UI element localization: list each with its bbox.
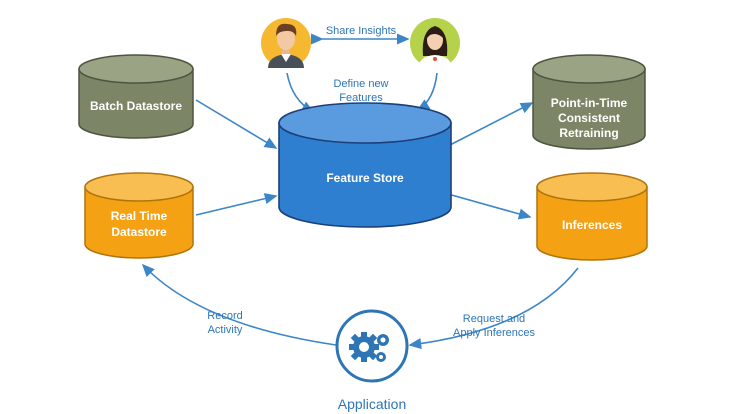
arrow-inferences-to-application bbox=[408, 267, 579, 350]
arrow-feature-store-to-inferences bbox=[447, 193, 532, 220]
gears-icon bbox=[335, 309, 409, 383]
point-in-time-label-line3: Retraining bbox=[559, 126, 618, 140]
arrow-batch-to-feature-store bbox=[195, 99, 278, 149]
batch-datastore-cylinder: Batch Datastore bbox=[78, 54, 194, 139]
application-label: Application bbox=[338, 396, 407, 412]
request-apply-label-line1: Request and bbox=[463, 313, 525, 325]
user-avatar-male-icon bbox=[261, 18, 311, 68]
inferences-cylinder: Inferences bbox=[536, 172, 648, 261]
feature-store-cylinder: Feature Store bbox=[278, 102, 452, 228]
realtime-datastore-label-line2: Datastore bbox=[111, 225, 167, 239]
inferences-label: Inferences bbox=[562, 218, 622, 232]
arrow-male-user-to-feature-store bbox=[286, 72, 315, 113]
record-activity-label-line1: Record bbox=[207, 310, 242, 322]
realtime-datastore-cylinder: Real Time Datastore bbox=[84, 172, 194, 259]
realtime-datastore-label-line1: Real Time bbox=[111, 209, 168, 223]
define-features-label-line2: Features bbox=[339, 92, 383, 104]
arrow-female-user-to-feature-store bbox=[416, 72, 438, 111]
feature-store-label: Feature Store bbox=[326, 171, 404, 185]
arrow-realtime-to-feature-store bbox=[195, 193, 278, 216]
arrow-application-to-realtime bbox=[141, 263, 337, 346]
user-avatar-female-icon bbox=[410, 18, 460, 68]
define-features-label-line1: Define new bbox=[333, 78, 388, 90]
arrow-feature-store-to-point-in-time bbox=[447, 102, 534, 147]
share-insights-label: Share Insights bbox=[326, 25, 397, 37]
request-apply-label-line2: Apply Inferences bbox=[453, 327, 535, 339]
point-in-time-cylinder: Point-in-Time Consistent Retraining bbox=[532, 54, 646, 150]
record-activity-label-line2: Activity bbox=[208, 324, 243, 336]
connectors bbox=[141, 33, 579, 350]
point-in-time-label-line1: Point-in-Time bbox=[551, 96, 628, 110]
point-in-time-label-line2: Consistent bbox=[558, 111, 620, 125]
batch-datastore-label: Batch Datastore bbox=[90, 99, 182, 113]
